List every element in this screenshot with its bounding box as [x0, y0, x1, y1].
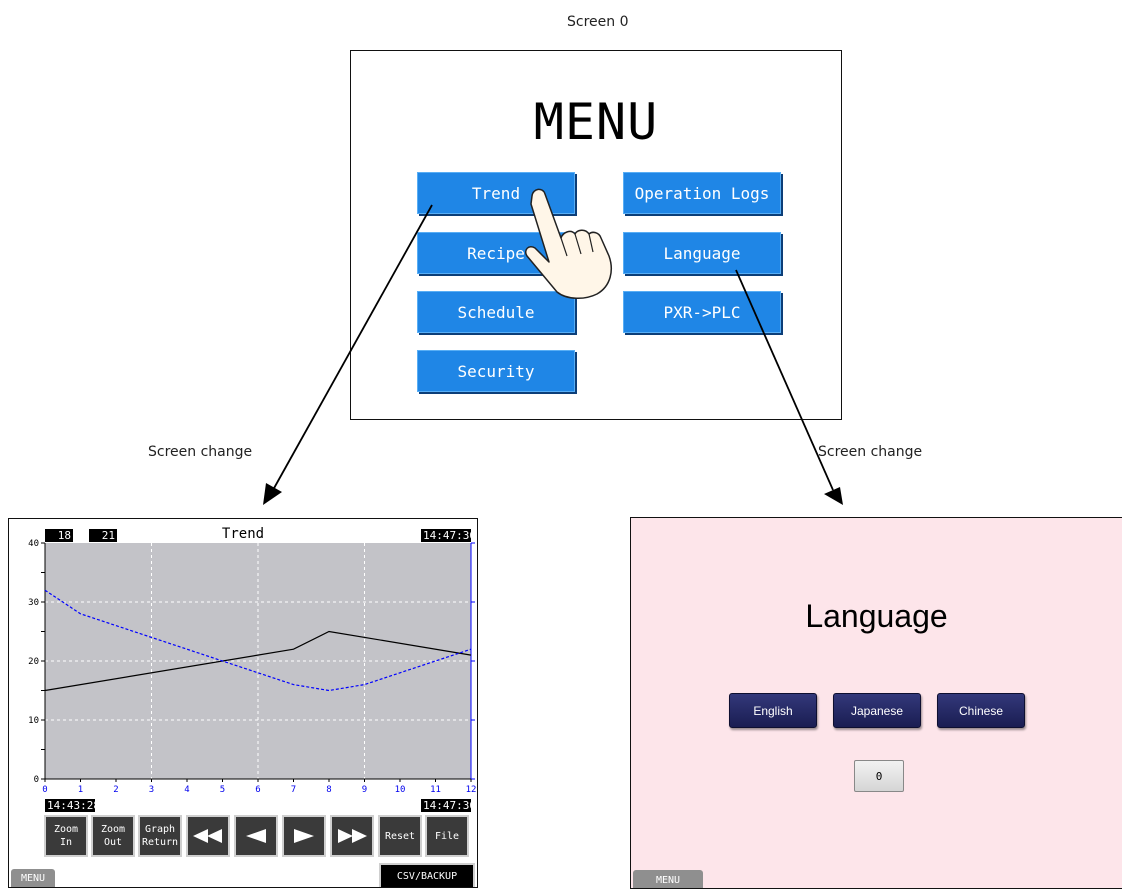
- series-blue-line: [44, 589, 472, 692]
- x-tick-label: 9: [362, 785, 367, 795]
- zoom-out-label-1: Zoom: [100, 824, 126, 835]
- x-tick-label: 7: [291, 785, 296, 795]
- y-left-tick-label: 30: [28, 598, 39, 608]
- fast-forward-icon: [338, 829, 367, 843]
- trend-title: Trend: [221, 526, 265, 542]
- language-screen: Language English Japanese Chinese 0 MENU: [630, 517, 1122, 889]
- trend-time-top: 14:47:36: [421, 529, 476, 542]
- step-back-icon: [246, 829, 266, 843]
- chinese-button[interactable]: Chinese: [937, 693, 1025, 728]
- x-tick-label: 10: [395, 785, 406, 795]
- x-tick-label: 0: [42, 785, 47, 795]
- trend-chart: 40302010010075502500123456789101112: [28, 539, 477, 795]
- x-tick-label: 1: [78, 785, 83, 795]
- y-left-tick-label: 40: [28, 539, 39, 549]
- zoom-out-button[interactable]: Zoom Out: [91, 815, 135, 857]
- japanese-button[interactable]: Japanese: [833, 693, 921, 728]
- screen-change-caption-left: Screen change: [148, 444, 253, 460]
- x-tick-label: 6: [255, 785, 260, 795]
- zoom-out-label-2: Out: [103, 837, 123, 848]
- zoom-in-label-2: In: [59, 837, 73, 848]
- schedule-button[interactable]: Schedule: [417, 291, 575, 333]
- trend-screen: 18 21 Trend 14:47:36 4030201001007550250…: [8, 518, 478, 888]
- step-forward-icon: [294, 829, 314, 843]
- series-black-line: [44, 630, 472, 692]
- english-button[interactable]: English: [729, 693, 817, 728]
- fast-forward-button[interactable]: [330, 815, 374, 857]
- security-button[interactable]: Security: [417, 350, 575, 392]
- file-label: File: [434, 830, 460, 842]
- x-tick-label: 12: [466, 785, 477, 795]
- y-left-tick-label: 0: [34, 775, 39, 785]
- csv-backup-button[interactable]: CSV/BACKUP: [379, 863, 475, 887]
- zoom-in-button[interactable]: Zoom In: [44, 815, 88, 857]
- fast-rewind-button[interactable]: [186, 815, 230, 857]
- zoom-in-label-1: Zoom: [53, 824, 79, 835]
- y-left-tick-label: 10: [28, 716, 39, 726]
- language-menu-tab[interactable]: MENU: [633, 870, 703, 888]
- pointing-hand-icon: [524, 188, 612, 299]
- x-tick-label: 8: [326, 785, 331, 795]
- screen-change-caption-right: Screen change: [818, 444, 923, 460]
- menu-screen: MENU Trend Recipe Schedule Security Oper…: [350, 50, 842, 420]
- screen0-caption: Screen 0: [567, 14, 629, 30]
- graph-return-label-2: Return: [141, 837, 179, 848]
- fast-rewind-icon: [193, 829, 222, 843]
- reset-button[interactable]: Reset: [378, 815, 422, 857]
- x-tick-label: 11: [430, 785, 441, 795]
- file-button[interactable]: File: [425, 815, 469, 857]
- trend-time-end: 14:47:36: [421, 799, 476, 812]
- trend-value-box-2: 21: [89, 529, 117, 542]
- graph-return-label-1: Graph: [144, 824, 176, 835]
- x-tick-label: 2: [113, 785, 118, 795]
- menu-tab[interactable]: MENU: [11, 869, 55, 887]
- trend-time-start: 14:43:28: [45, 799, 100, 812]
- menu-title: MENU: [533, 93, 659, 151]
- x-tick-label: 3: [149, 785, 154, 795]
- graph-return-button[interactable]: Graph Return: [138, 815, 182, 857]
- reset-label: Reset: [384, 830, 416, 842]
- x-tick-label: 5: [220, 785, 225, 795]
- language-title: Language: [805, 598, 948, 634]
- language-button[interactable]: Language: [623, 232, 781, 274]
- step-back-button[interactable]: [234, 815, 278, 857]
- step-forward-button[interactable]: [282, 815, 326, 857]
- trend-value-box-1: 18: [45, 529, 73, 542]
- language-value-display: 0: [854, 760, 904, 792]
- operation-logs-button[interactable]: Operation Logs: [623, 172, 781, 214]
- x-tick-label: 4: [184, 785, 189, 795]
- y-left-tick-label: 20: [28, 657, 39, 667]
